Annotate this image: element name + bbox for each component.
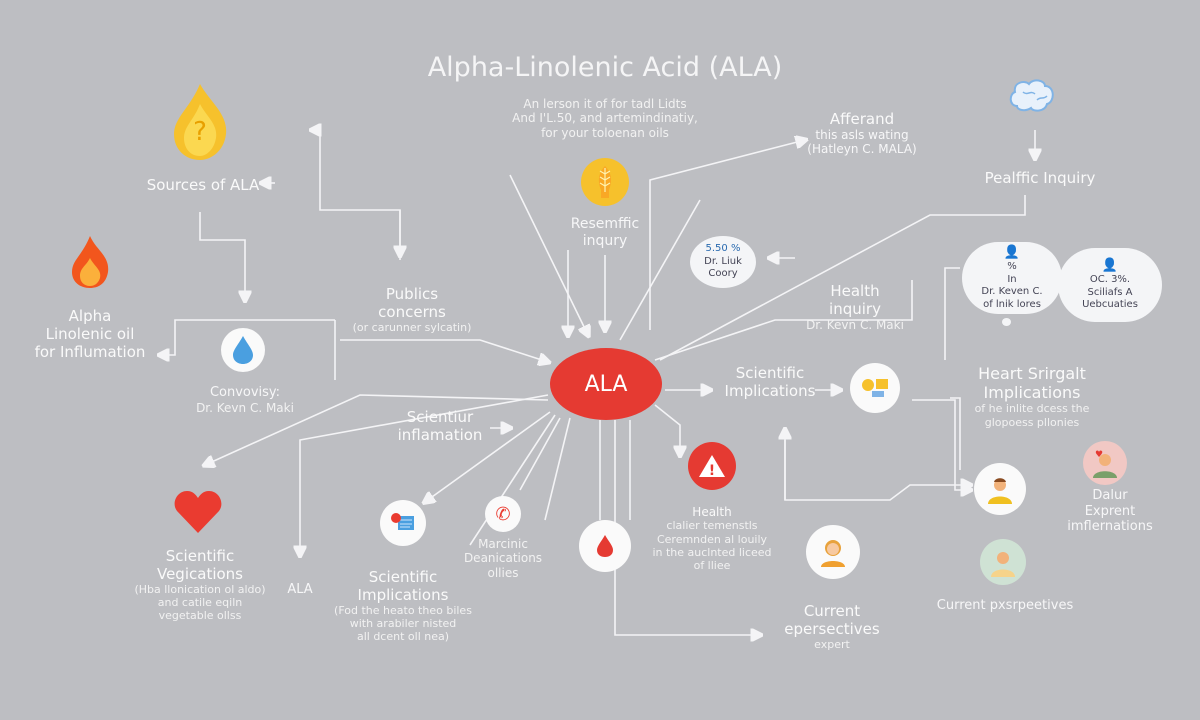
current-perspectives-label: Current pxsrpeetives: [936, 598, 1074, 613]
blood-drop-icon: [579, 520, 631, 572]
woman-avatar-icon: [806, 525, 860, 579]
brain-icon: [1007, 76, 1057, 116]
phone-icon: ✆: [485, 496, 521, 532]
man-avatar-icon: [974, 463, 1026, 515]
svg-text:!: !: [709, 463, 715, 478]
svg-text:?: ?: [193, 117, 207, 147]
warning-icon: !: [688, 442, 736, 490]
diagram-title: Alpha-Linolenic Acid (ALA): [427, 52, 783, 83]
water-drop-icon: [221, 328, 265, 372]
wheat-icon: [581, 158, 629, 206]
svg-text:♥: ♥: [1095, 450, 1103, 460]
document-icon: [380, 500, 426, 546]
lightbulb-icon: [850, 363, 900, 413]
expert-avatar-icon: [980, 539, 1026, 585]
flame-question-icon: ?: [170, 84, 230, 160]
sources-label: Sources of ALA: [146, 176, 260, 194]
heart-icon: [173, 489, 223, 535]
person-vr-icon: 👤: [1101, 258, 1119, 274]
heart-person-icon: ♥: [1083, 441, 1127, 485]
controversy-label: Convovisy:Dr. Kevn C. Maki: [196, 385, 294, 415]
thought-dot: [1002, 318, 1011, 326]
person-icon: 👤: [1003, 244, 1021, 260]
center-ala-node[interactable]: ALA: [550, 348, 662, 420]
ala-label: ALA: [287, 582, 313, 597]
fire-icon: [68, 234, 112, 290]
pealffic-inquiry-label: Pealffic Inquiry: [984, 169, 1096, 187]
